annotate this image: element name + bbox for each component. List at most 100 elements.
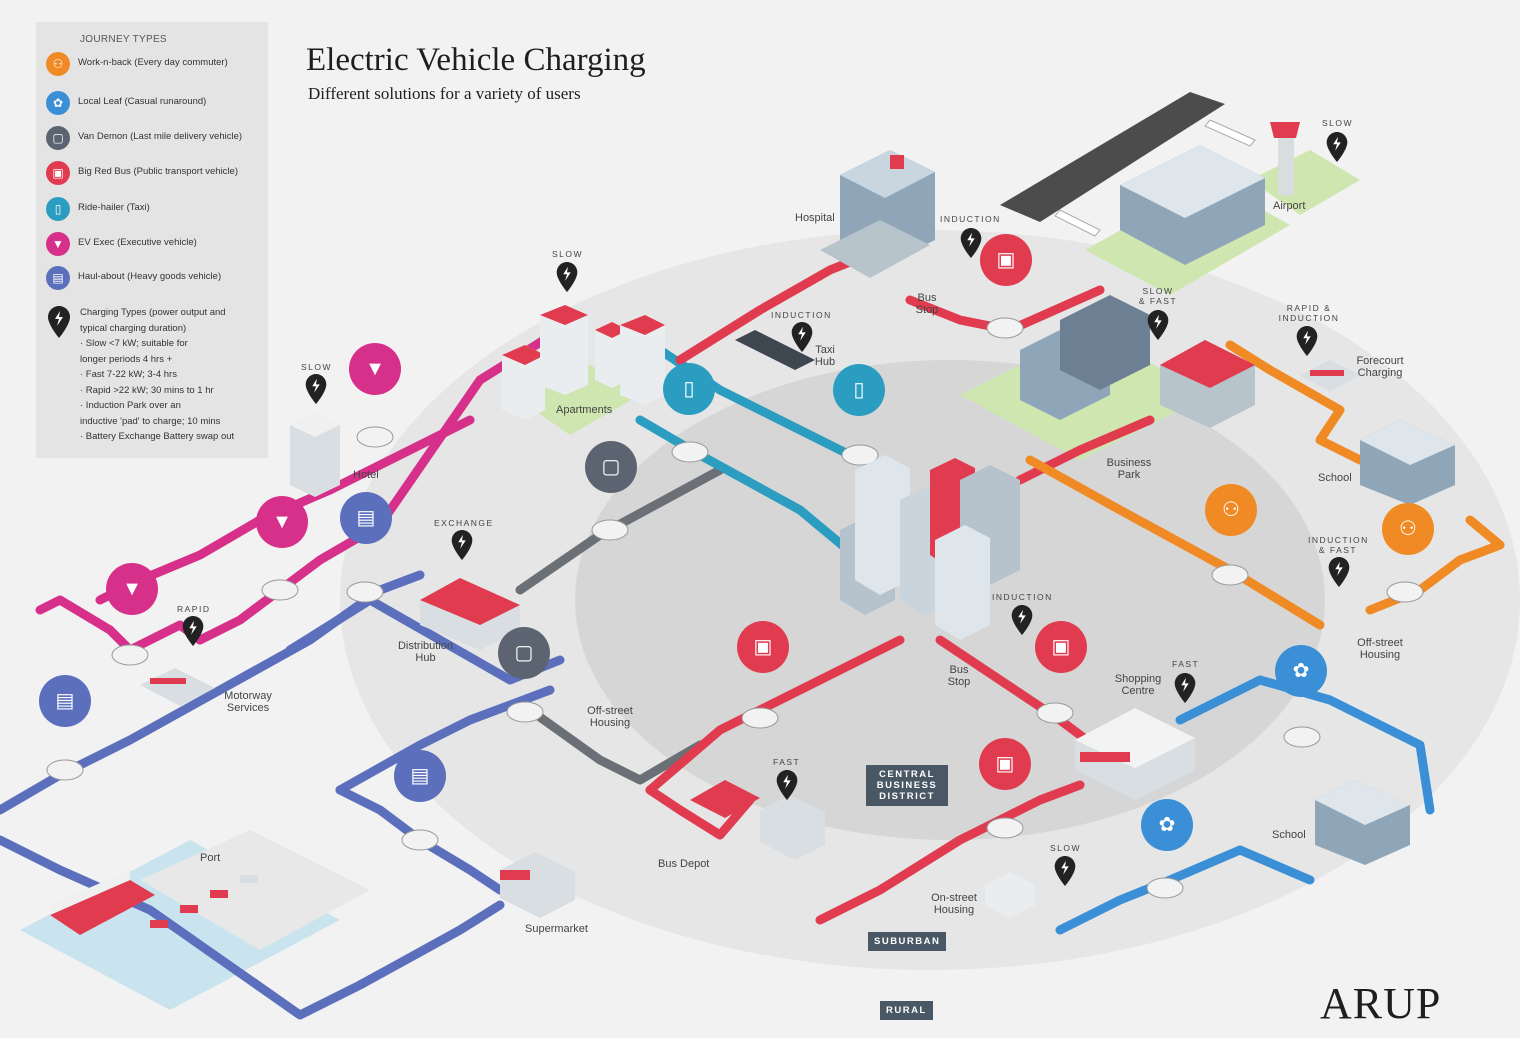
bus-route-4 xyxy=(935,635,1105,755)
charging-line: longer periods 4 hrs + xyxy=(80,353,173,365)
haul-route-3 xyxy=(335,685,555,795)
truck-icon: ▤ xyxy=(356,507,376,529)
tie-icon: ▼ xyxy=(122,578,142,600)
forecourt-station xyxy=(1300,360,1360,392)
phone-icon: ▯ xyxy=(683,378,695,400)
place-label-taxi-hub: Taxi Hub xyxy=(814,344,836,368)
box-journey-marker: ▢ xyxy=(498,627,550,679)
leaf-route xyxy=(1175,675,1435,815)
bus-icon: ▣ xyxy=(1051,636,1071,658)
truck-journey-marker: ▤ xyxy=(340,492,392,544)
distribution-hub-building xyxy=(420,578,520,650)
place-label-bus-depot: Bus Depot xyxy=(658,858,710,870)
legend-item-label: Work-n-back (Every day commuter) xyxy=(78,57,228,68)
bus-route-5 xyxy=(645,785,755,840)
charge-caption-slow: SLOW xyxy=(552,249,584,259)
leaf-icon: ✿ xyxy=(1292,660,1310,682)
charging-pin-icon xyxy=(1011,605,1033,635)
family-journey-marker: ⚇ xyxy=(1382,503,1434,555)
charging-line: typical charging duration) xyxy=(80,322,187,334)
apartments-buildings xyxy=(502,305,665,420)
box-icon: ▢ xyxy=(46,126,70,150)
work-route xyxy=(1025,455,1325,630)
bus-journey-marker: ▣ xyxy=(979,738,1031,790)
charging-pin-icon xyxy=(1326,132,1348,162)
bus-route-3 xyxy=(645,635,905,795)
place-label-apartments: Apartments xyxy=(556,404,613,416)
place-label-distribution-hub: Distribution Hub xyxy=(397,640,454,664)
charge-caption-rapid: RAPID xyxy=(177,604,211,614)
charging-pin-icon xyxy=(960,228,982,258)
charging-pin-icon xyxy=(556,262,578,292)
charging-line: inductive 'pad' to charge; 10 mins xyxy=(80,415,221,427)
charging-line: · Induction Park over an xyxy=(80,400,181,411)
truck-icon: ▤ xyxy=(410,765,430,787)
family-icon: ⚇ xyxy=(46,52,70,76)
phone-icon: ▯ xyxy=(853,379,865,401)
box-icon: ▢ xyxy=(601,456,621,478)
taxi-hub-shelter xyxy=(735,330,815,370)
bus-route-2 xyxy=(905,285,1105,335)
bus-icon: ▣ xyxy=(753,636,773,658)
tie-journey-marker: ▼ xyxy=(349,343,401,395)
legend-item-label: Haul-about (Heavy goods vehicle) xyxy=(78,271,222,282)
roundabouts xyxy=(46,317,1424,899)
family-icon: ⚇ xyxy=(1399,518,1417,540)
box-journey-marker: ▢ xyxy=(585,441,637,493)
charging-pin-icon xyxy=(1147,310,1169,340)
legend-item-exec: ▼ EV Exec (Executive vehicle) xyxy=(46,230,266,258)
port-ground xyxy=(140,830,370,950)
bus-icon: ▣ xyxy=(995,753,1015,775)
tie-journey-marker: ▼ xyxy=(106,563,158,615)
phone-journey-marker: ▯ xyxy=(663,363,715,415)
ride-route xyxy=(635,415,865,565)
charging-line: · Slow <7 kW; suitable for xyxy=(80,338,188,349)
arup-logo: ARUP xyxy=(1320,979,1442,1028)
legend-item-label: Local Leaf (Casual runaround) xyxy=(78,96,207,107)
charge-caption-slow-fast: SLOW & FAST xyxy=(1138,286,1178,306)
buildings xyxy=(50,119,1455,935)
supermarket-building xyxy=(500,852,575,918)
leaf-journey-marker: ✿ xyxy=(1141,799,1193,851)
cbd-towers xyxy=(840,455,1020,640)
place-label-business-park: Business Park xyxy=(1106,457,1152,481)
family-journey-marker: ⚇ xyxy=(1205,484,1257,536)
phone-journey-marker: ▯ xyxy=(833,364,885,416)
tie-icon: ▼ xyxy=(365,358,385,380)
page-subtitle: Different solutions for a variety of use… xyxy=(308,84,581,103)
place-label-supermarket: Supermarket xyxy=(525,923,588,935)
charge-caption-exchange: EXCHANGE xyxy=(434,518,494,528)
hospital-building xyxy=(820,150,935,278)
school-building-1 xyxy=(1360,420,1455,505)
airport-runway xyxy=(1000,92,1225,222)
place-label-airport: Airport xyxy=(1273,200,1306,212)
control-tower xyxy=(1270,122,1300,195)
charging-pin-icon xyxy=(451,530,473,560)
legend-item-haul: ▤ Haul-about (Heavy goods vehicle) xyxy=(46,264,266,292)
tie-journey-marker: ▼ xyxy=(256,496,308,548)
legend-item-leaf: ✿ Local Leaf (Casual runaround) xyxy=(46,89,266,117)
place-label-bus-stop: Bus Stop xyxy=(947,664,971,688)
charging-pin-icon xyxy=(182,616,204,646)
truck-journey-marker: ▤ xyxy=(39,675,91,727)
charging-line: Charging Types (power output and xyxy=(80,307,226,318)
van-route-2 xyxy=(525,705,705,785)
plane-icon xyxy=(1054,119,1256,237)
exec-route xyxy=(35,325,565,655)
bus-journey-marker: ▣ xyxy=(737,621,789,673)
charging-pin-icon xyxy=(791,322,813,352)
charging-line: · Battery Exchange Battery swap out xyxy=(80,431,235,442)
place-label-port: Port xyxy=(200,852,221,864)
shopping-centre-building xyxy=(1075,708,1195,800)
bus-icon: ▣ xyxy=(996,249,1016,271)
school-building-2 xyxy=(1315,780,1410,865)
bus-route-6 xyxy=(815,780,1085,925)
on-street-housing xyxy=(985,872,1035,918)
work-route-2 xyxy=(1225,340,1365,465)
bus-journey-marker: ▣ xyxy=(980,234,1032,286)
leaf-icon: ✿ xyxy=(1158,814,1176,836)
charge-caption-rapid-induction: RAPID & INDUCTION xyxy=(1278,303,1340,323)
charge-caption-induction-fast: INDUCTION & FAST xyxy=(1308,535,1369,555)
phone-icon: ▯ xyxy=(46,197,70,221)
